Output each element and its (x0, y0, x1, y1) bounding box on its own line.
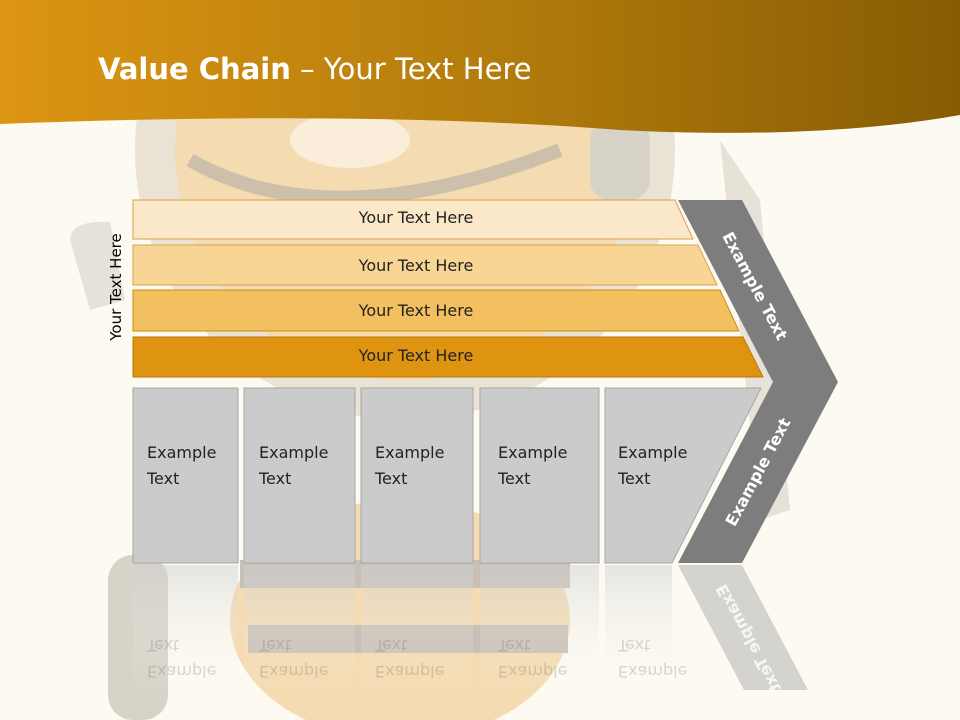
band-label-1: Your Text Here (358, 208, 474, 227)
band-shape-2 (132, 244, 718, 286)
title-rest: – Your Text Here (290, 52, 532, 86)
band-label-4: Your Text Here (358, 346, 474, 365)
column-label-reflection-1: Example Text (147, 636, 217, 681)
header-band (0, 0, 960, 133)
column-label-5: Example Text (618, 443, 688, 488)
chevron-arrow (678, 200, 838, 563)
column-label-reflection-2: Example Text (259, 636, 329, 681)
band-shape-3 (132, 289, 740, 332)
column-box-1 (132, 387, 239, 564)
column-box-3 (360, 387, 474, 564)
band-shape-4 (132, 336, 764, 378)
column-label-reflection-5: Example Text (618, 636, 688, 681)
column-label-3: Example Text (375, 443, 445, 488)
side-label: Your Text Here (107, 233, 125, 341)
band-label-3: Your Text Here (358, 301, 474, 320)
column-label-1: Example Text (147, 443, 217, 488)
column-box-4 (479, 387, 600, 564)
title-bold: Value Chain (98, 52, 291, 86)
column-label-2: Example Text (259, 443, 329, 488)
column-label-reflection-3: Example Text (375, 636, 445, 681)
column-box-5 (604, 387, 762, 564)
chevron-arrow-reflection (678, 565, 808, 690)
slide-title: Value Chain – Your Text Here (98, 52, 532, 86)
column-label-4: Example Text (498, 443, 568, 488)
band-label-2: Your Text Here (358, 256, 474, 275)
column-box-2 (243, 387, 356, 564)
band-shape-1 (132, 199, 694, 240)
column-label-reflection-4: Example Text (498, 636, 568, 681)
columns-reflection (133, 565, 672, 695)
